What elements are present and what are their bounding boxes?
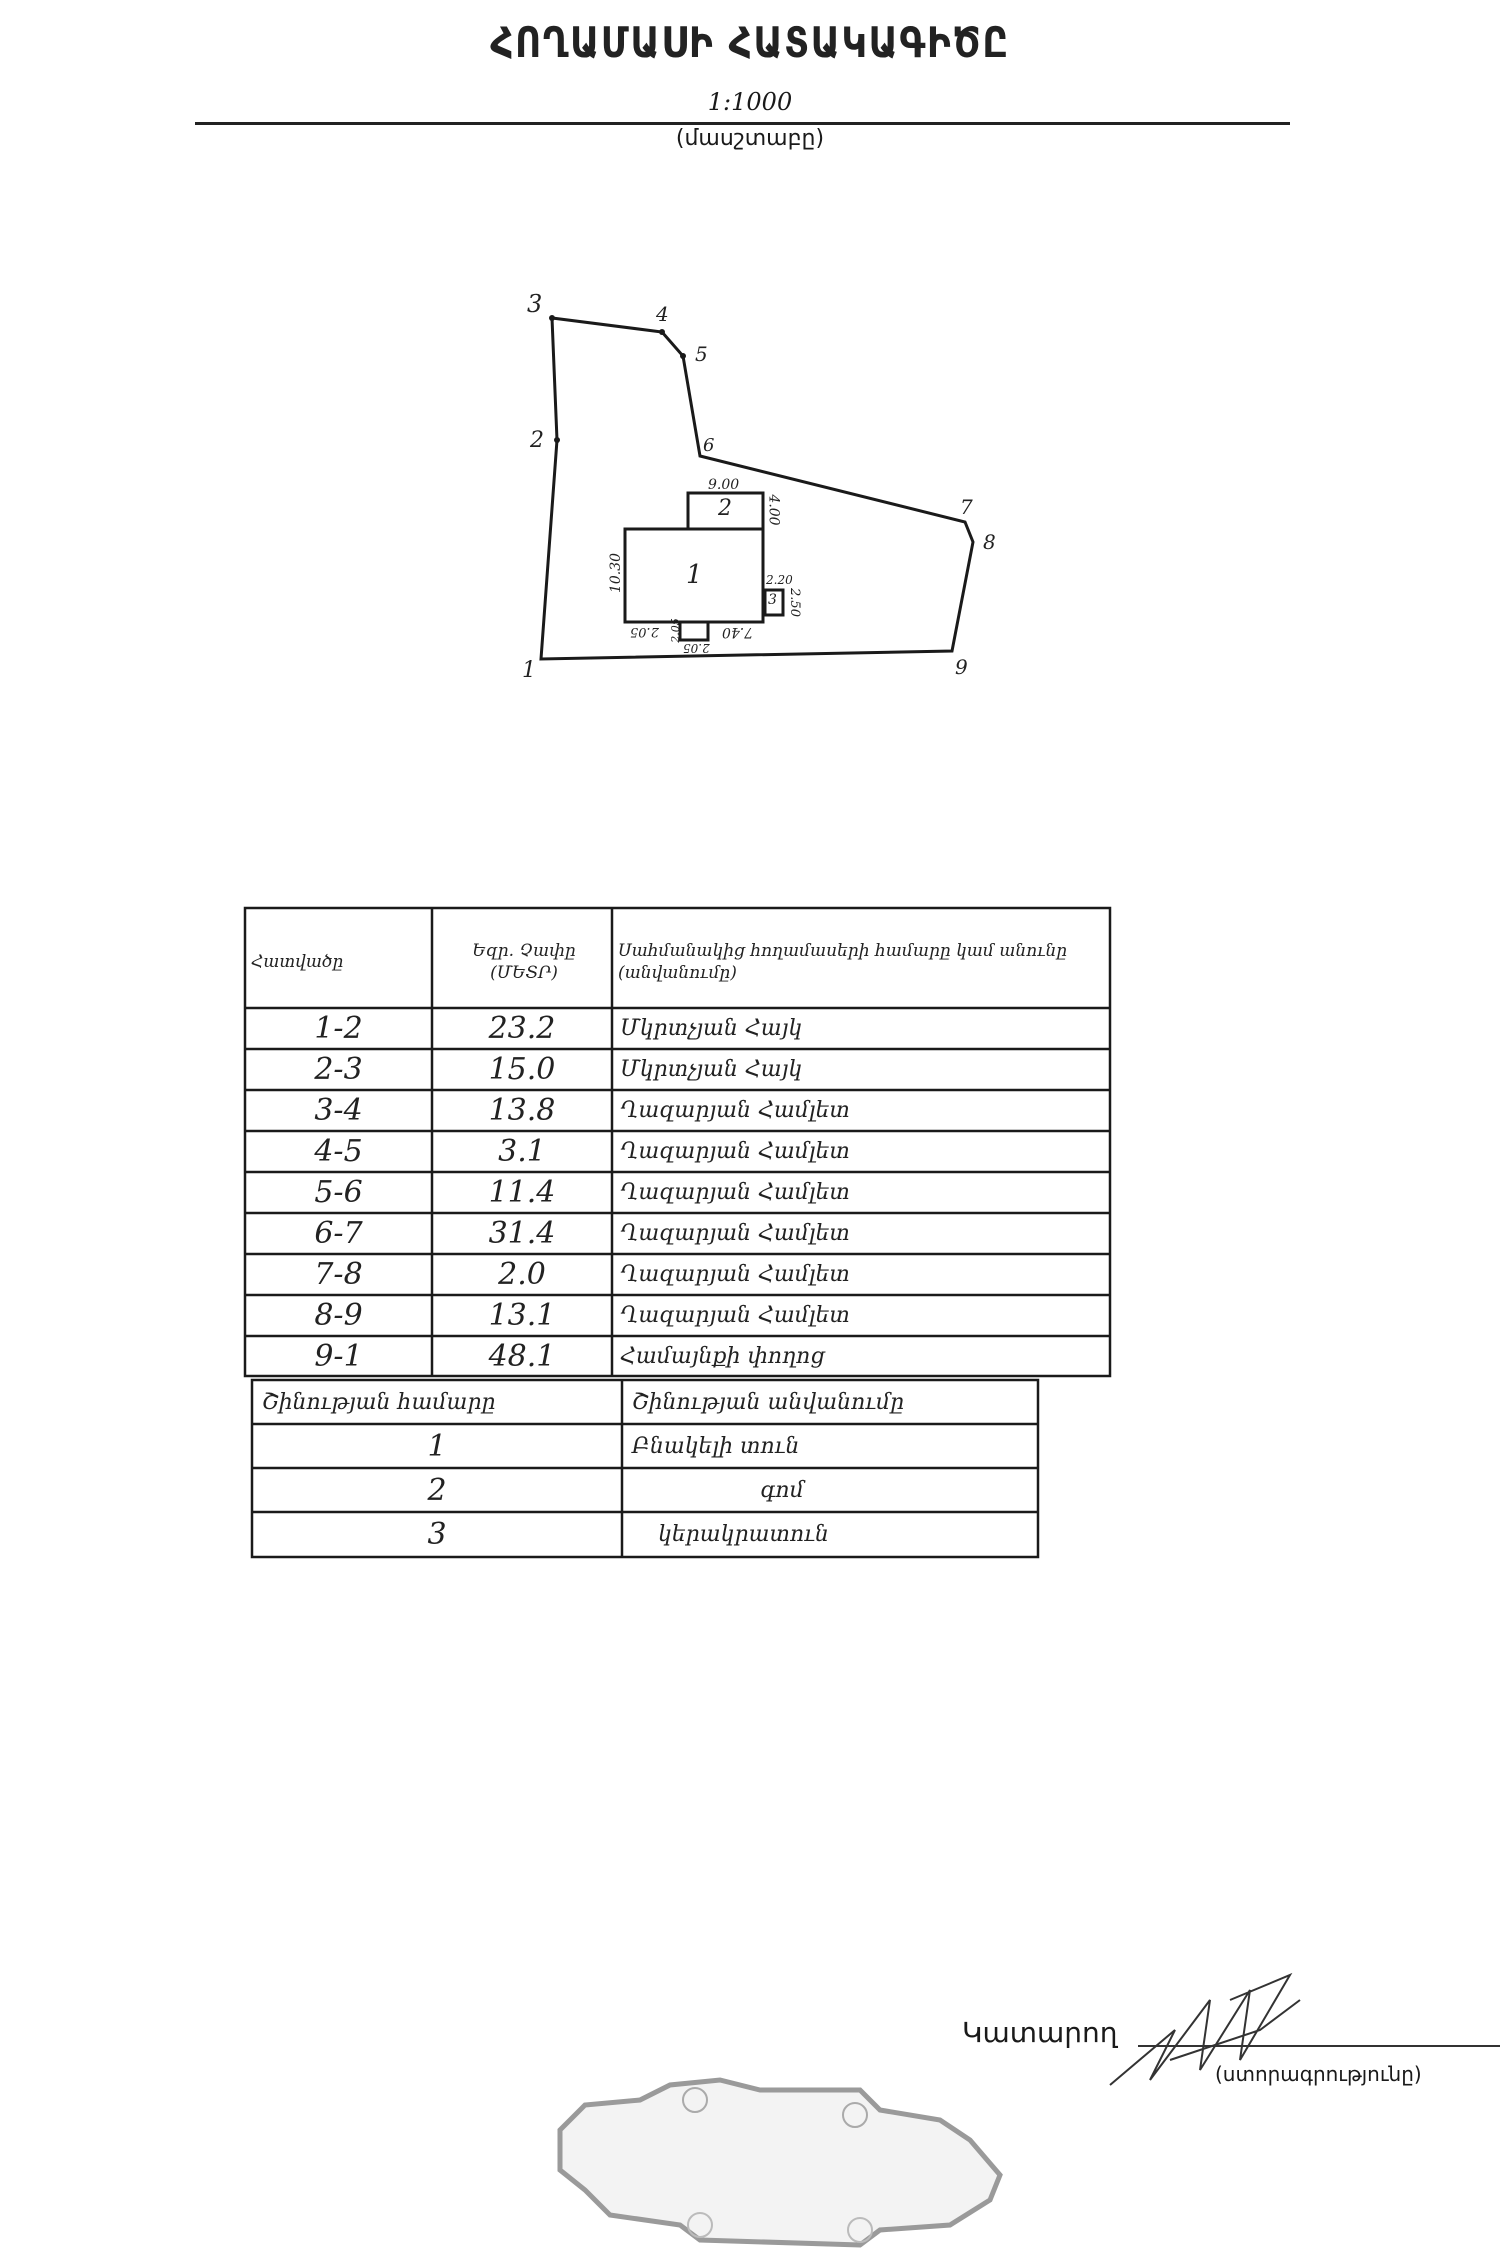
segment-cell: 8-9 <box>314 1298 363 1333</box>
column-header-building-number: Շինության համարը <box>262 1389 496 1415</box>
segment-cell: 3-4 <box>314 1093 363 1128</box>
neighbor-cell: Ղազարյան Համլետ <box>620 1221 850 1246</box>
point-label-4: 4 <box>656 302 669 326</box>
segment-cell: 1-2 <box>314 1011 363 1046</box>
neighbor-cell: Ղազարյան Համլետ <box>620 1303 850 1328</box>
segment-cell: 6-7 <box>314 1216 363 1251</box>
point-label-2: 2 <box>530 428 544 453</box>
length-cell: 11.4 <box>488 1175 556 1210</box>
column-header-neighbor: Սահմանակից հողամասերի համարը կամ անունը … <box>618 941 1068 983</box>
building-name-cell: Բնակելի տուն <box>632 1433 800 1459</box>
building-number-cell: 2 <box>427 1472 447 1508</box>
column-header-length: Եզր. Չափը (ՄԵՏՐ) <box>472 941 576 983</box>
building-number-cell: 3 <box>427 1517 447 1552</box>
performer-label: Կատարող <box>962 2016 1118 2049</box>
neighbor-cell: Մկրտչյան Հայկ <box>620 1057 803 1082</box>
segment-cell: 5-6 <box>314 1175 363 1210</box>
segment-cell: 9-1 <box>314 1338 363 1374</box>
signature-line <box>1138 2045 1500 2047</box>
building-number-3: 3 <box>768 592 777 608</box>
porch-outline <box>678 620 710 642</box>
point-label-5: 5 <box>695 342 708 366</box>
segment-cell: 7-8 <box>314 1257 363 1292</box>
building-2-outline <box>686 491 765 531</box>
scale-value: 1:1000 <box>707 88 793 116</box>
point-label-3: 3 <box>527 290 543 318</box>
segment-cell: 2-3 <box>314 1052 363 1087</box>
neighbor-cell: Մկրտչյան Հայկ <box>620 1016 803 1041</box>
building-3-outline <box>763 588 785 617</box>
length-cell: 3.1 <box>498 1134 546 1169</box>
column-header-building-name: Շինության անվանումը <box>632 1389 905 1415</box>
point-label-9: 9 <box>955 655 968 679</box>
neighbor-cell: Ղազարյան Համլետ <box>620 1098 850 1123</box>
point-label-7: 7 <box>960 495 973 519</box>
point-label-8: 8 <box>983 530 996 554</box>
point-label-1: 1 <box>522 658 536 683</box>
column-header-segment: Հատվածը <box>251 952 344 972</box>
dimension-label: 2.20 <box>766 573 793 587</box>
building-number-1: 1 <box>686 560 703 590</box>
length-cell: 2.0 <box>498 1257 546 1292</box>
building-number-2: 2 <box>718 496 732 521</box>
length-cell: 13.1 <box>488 1298 556 1333</box>
length-cell: 13.8 <box>488 1093 556 1128</box>
building-name-cell: գոմ <box>760 1477 804 1503</box>
neighbor-cell: Համայնքի փողոց <box>620 1343 825 1369</box>
neighbor-cell: Ղազարյան Համլետ <box>620 1180 850 1205</box>
document-title: ՀՈՂԱՄԱՍԻ ՀԱՏԱԿԱԳԻԾԸ <box>490 18 1010 67</box>
neighbor-cell: Ղազարյան Համլետ <box>620 1139 850 1164</box>
plot-boundary <box>539 316 975 661</box>
building-name-cell: կերակրատուն <box>658 1522 829 1547</box>
length-cell: 15.0 <box>488 1052 556 1087</box>
point-label-6: 6 <box>703 435 715 456</box>
length-cell: 31.4 <box>488 1216 556 1251</box>
dimension-label: 9.00 <box>708 477 740 493</box>
length-cell: 48.1 <box>488 1338 556 1374</box>
neighbor-cell: Ղազարյան Համլետ <box>620 1262 850 1287</box>
building-number-cell: 1 <box>427 1428 447 1464</box>
scale-label: (մասշտաբը) <box>675 126 825 151</box>
length-cell: 23.2 <box>488 1011 556 1046</box>
signature-caption: (ստորագրությունը) <box>1215 2062 1422 2086</box>
scale-underline <box>195 122 1290 125</box>
segment-cell: 4-5 <box>314 1134 363 1169</box>
boundary-vertices <box>549 315 686 443</box>
